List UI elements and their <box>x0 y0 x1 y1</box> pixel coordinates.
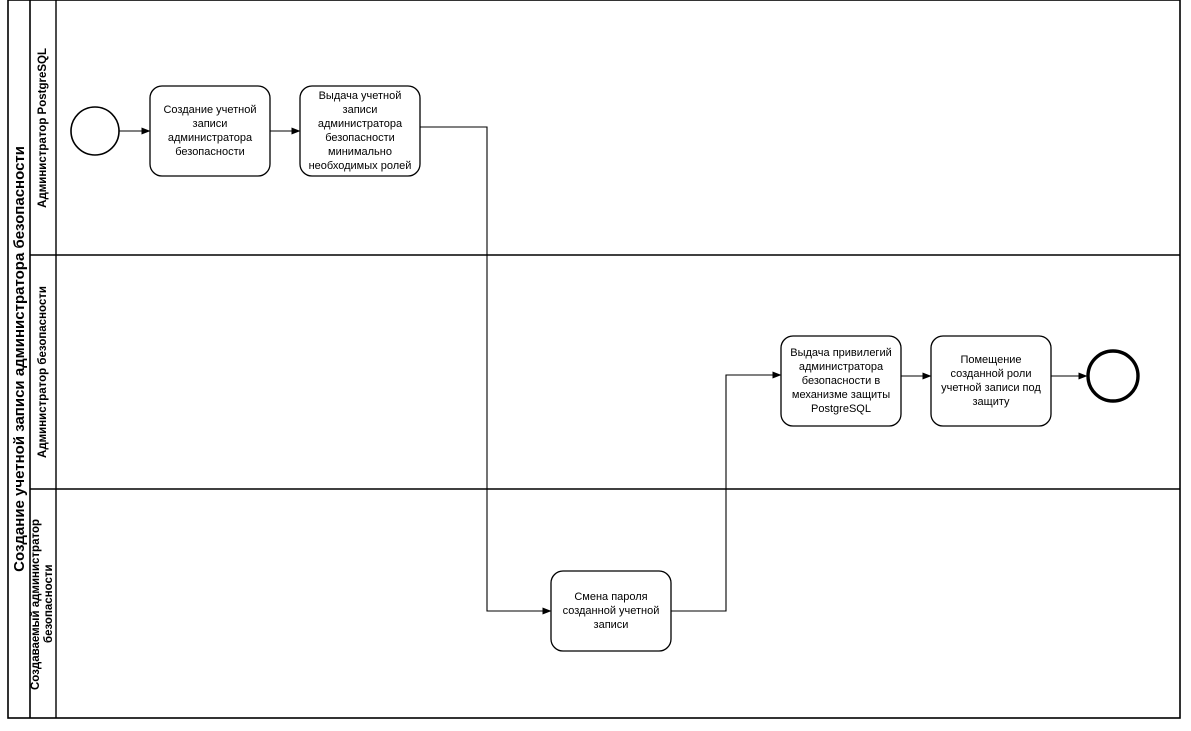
flow-grant-roles-to-change-password <box>420 126 552 615</box>
task-change-password-shape[interactable] <box>550 570 672 652</box>
task-create-account-shape[interactable] <box>149 85 271 177</box>
task-grant-privileges-shape[interactable] <box>780 335 902 427</box>
start-event-icon[interactable] <box>70 106 120 156</box>
task-grant-minimal-roles-shape[interactable] <box>299 85 421 177</box>
end-event-icon[interactable] <box>1086 349 1140 403</box>
pool-border <box>7 0 1181 719</box>
task-protect-role-shape[interactable] <box>930 335 1052 427</box>
flow-change-password-to-grant-privileges <box>671 371 782 612</box>
